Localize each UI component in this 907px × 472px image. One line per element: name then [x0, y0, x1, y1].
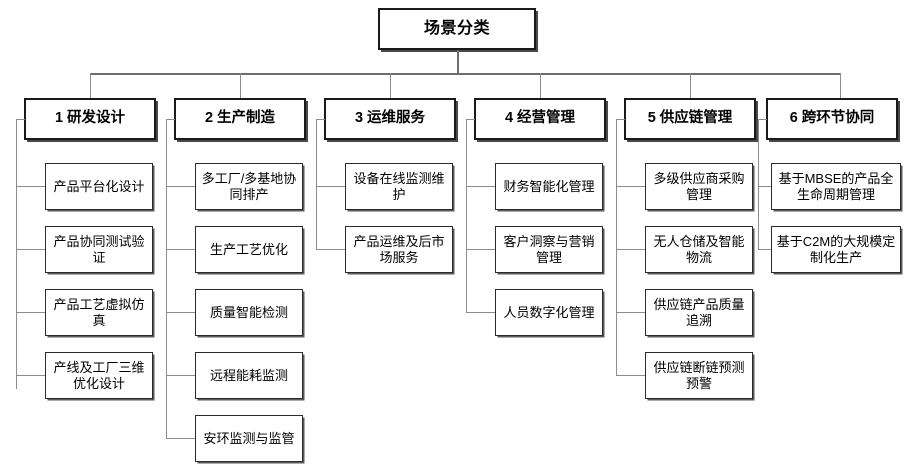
category-node-6-cross-link[interactable]: 6 跨环节协同: [766, 98, 898, 140]
leaf-label-4-2: 客户洞察与营销管理: [503, 234, 595, 265]
leaf-node-5-4[interactable]: 供应链断链预测预警: [645, 352, 753, 399]
leaf-label-2-5: 安环监测与监管: [203, 430, 295, 446]
category-label-2: 2 生产制造: [204, 110, 276, 127]
category-stub-6-0: [758, 119, 767, 120]
category-trunk-1: [16, 119, 17, 389]
leaf-stub-3-2: [316, 249, 346, 250]
leaf-label-6-2: 基于C2M的大规模定制化生产: [776, 234, 896, 265]
category-trunk-3: [316, 119, 317, 249]
category-stub-2-0: [166, 119, 175, 120]
leaf-node-3-2[interactable]: 产品运维及后市场服务: [345, 226, 453, 273]
leaf-node-5-1[interactable]: 多级供应商采购管理: [645, 163, 753, 210]
leaf-node-1-4[interactable]: 产线及工厂三维优化设计: [45, 352, 153, 399]
category-stub-5-0: [616, 119, 625, 120]
leaf-label-2-4: 远程能耗监测: [209, 367, 288, 383]
category-bus-line: [90, 73, 840, 75]
root-node-label: 场景分类: [423, 19, 490, 37]
leaf-label-1-1: 产品平台化设计: [53, 178, 145, 194]
leaf-node-6-1[interactable]: 基于MBSE的产品全生命周期管理: [771, 163, 901, 210]
leaf-node-3-1[interactable]: 设备在线监测维护: [345, 163, 453, 210]
leaf-node-5-3[interactable]: 供应链产品质量追溯: [645, 289, 753, 336]
leaf-stub-4-1: [466, 186, 496, 187]
category-drop-5: [690, 73, 691, 98]
leaf-node-1-2[interactable]: 产品协同测试验证: [45, 226, 153, 273]
leaf-label-3-2: 产品运维及后市场服务: [353, 234, 445, 265]
leaf-label-5-3: 供应链产品质量追溯: [653, 297, 745, 328]
leaf-label-6-1: 基于MBSE的产品全生命周期管理: [778, 171, 894, 202]
leaf-label-1-4: 产线及工厂三维优化设计: [53, 360, 145, 391]
category-stub-1-0: [16, 119, 25, 120]
leaf-stub-2-3: [166, 312, 196, 313]
leaf-node-1-3[interactable]: 产品工艺虚拟仿真: [45, 289, 153, 336]
leaf-stub-1-3: [16, 312, 46, 313]
category-drop-3: [390, 73, 391, 98]
leaf-label-1-3: 产品工艺虚拟仿真: [53, 297, 145, 328]
category-label-4: 4 经营管理: [504, 110, 576, 127]
category-drop-6: [840, 73, 841, 98]
category-drop-2: [240, 73, 241, 98]
leaf-node-2-4[interactable]: 远程能耗监测: [195, 352, 303, 399]
leaf-stub-3-1: [316, 186, 346, 187]
root-stem-line: [457, 50, 459, 73]
category-node-1-rd-design[interactable]: 1 研发设计: [24, 98, 156, 140]
leaf-node-5-2[interactable]: 无人仓储及智能物流: [645, 226, 753, 273]
leaf-stub-2-1: [166, 186, 196, 187]
category-drop-4: [540, 73, 541, 98]
leaf-node-4-1[interactable]: 财务智能化管理: [495, 163, 603, 210]
leaf-node-4-3[interactable]: 人员数字化管理: [495, 289, 603, 336]
category-stub-3-0: [316, 119, 325, 120]
leaf-node-6-2[interactable]: 基于C2M的大规模定制化生产: [771, 226, 901, 273]
leaf-node-2-3[interactable]: 质量智能检测: [195, 289, 303, 336]
leaf-stub-2-5: [166, 438, 196, 439]
category-label-5: 5 供应链管理: [647, 110, 733, 127]
leaf-stub-1-4: [16, 375, 46, 376]
leaf-stub-5-3: [616, 312, 646, 313]
category-label-6: 6 跨环节协同: [789, 110, 875, 127]
category-node-3-ops-service[interactable]: 3 运维服务: [324, 98, 456, 140]
leaf-label-2-3: 质量智能检测: [209, 304, 288, 320]
category-node-5-supply-chain[interactable]: 5 供应链管理: [624, 98, 756, 140]
leaf-label-4-3: 人员数字化管理: [503, 304, 595, 320]
leaf-node-2-1[interactable]: 多工厂/多基地协同排产: [195, 163, 303, 210]
category-node-4-business-mgmt[interactable]: 4 经营管理: [474, 98, 606, 140]
category-drop-1: [90, 73, 91, 98]
leaf-node-1-1[interactable]: 产品平台化设计: [45, 163, 153, 210]
leaf-label-1-2: 产品协同测试验证: [53, 234, 145, 265]
category-stub-4-0: [466, 119, 475, 120]
leaf-stub-2-4: [166, 375, 196, 376]
leaf-node-2-2[interactable]: 生产工艺优化: [195, 226, 303, 273]
leaf-stub-5-1: [616, 186, 646, 187]
leaf-node-4-2[interactable]: 客户洞察与营销管理: [495, 226, 603, 273]
leaf-stub-1-2: [16, 249, 46, 250]
category-node-2-production[interactable]: 2 生产制造: [174, 98, 306, 140]
leaf-label-3-1: 设备在线监测维护: [353, 171, 445, 202]
category-trunk-6: [758, 119, 759, 249]
leaf-label-5-1: 多级供应商采购管理: [653, 171, 745, 202]
root-node-scene-classification[interactable]: 场景分类: [378, 8, 536, 50]
category-trunk-4: [466, 119, 467, 312]
category-trunk-5: [616, 119, 617, 375]
leaf-stub-6-1: [758, 186, 772, 187]
leaf-stub-1-1: [16, 186, 46, 187]
leaf-label-4-1: 财务智能化管理: [503, 178, 595, 194]
leaf-stub-4-2: [466, 249, 496, 250]
leaf-label-5-2: 无人仓储及智能物流: [653, 234, 745, 265]
leaf-stub-4-3: [466, 312, 496, 313]
leaf-stub-2-2: [166, 249, 196, 250]
leaf-stub-5-2: [616, 249, 646, 250]
leaf-label-5-4: 供应链断链预测预警: [653, 360, 745, 391]
leaf-node-2-5[interactable]: 安环监测与监管: [195, 415, 303, 462]
leaf-label-2-2: 生产工艺优化: [209, 241, 288, 257]
leaf-stub-6-2: [758, 249, 772, 250]
category-trunk-2: [166, 119, 167, 438]
category-label-3: 3 运维服务: [354, 110, 426, 127]
category-label-1: 1 研发设计: [54, 110, 126, 127]
leaf-label-2-1: 多工厂/多基地协同排产: [201, 171, 297, 202]
leaf-stub-5-4: [616, 375, 646, 376]
